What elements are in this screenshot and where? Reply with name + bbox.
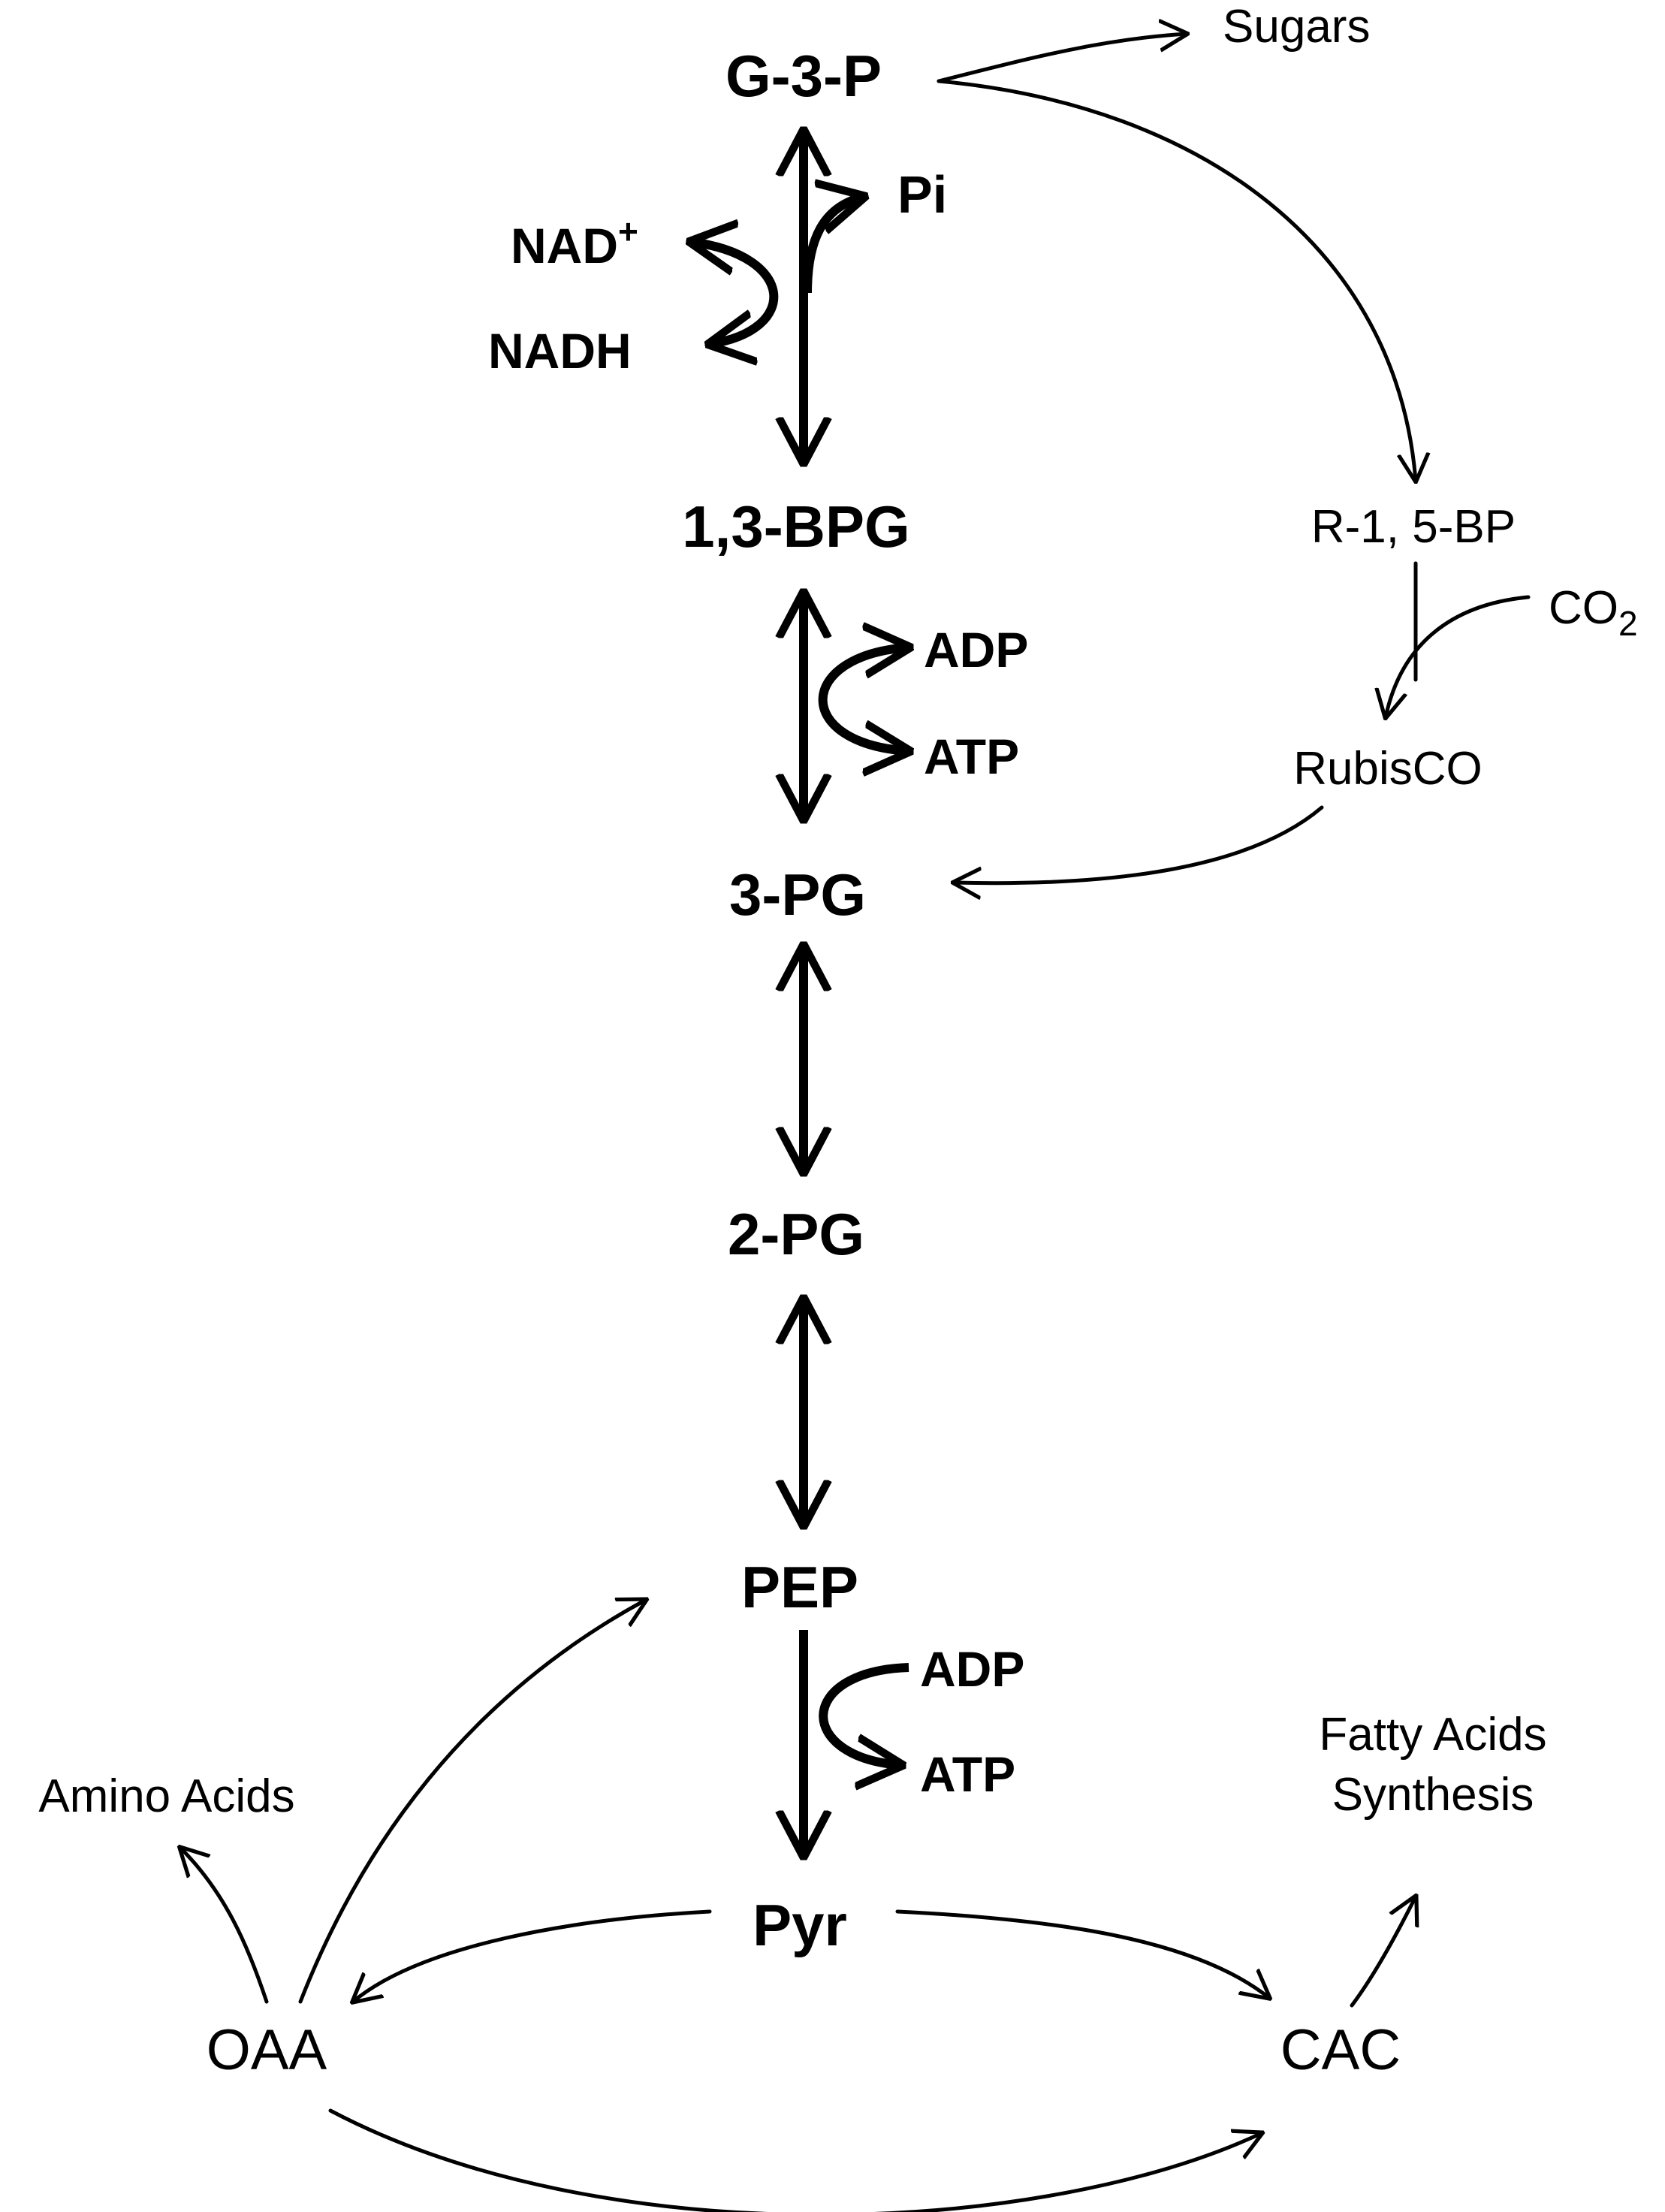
label-sugars: Sugars (1223, 1, 1370, 53)
arrow-g3p-to-r15bp (937, 79, 1416, 481)
arrow-oaa-to-cac (328, 2108, 1262, 2212)
nad-superscript: + (618, 212, 638, 251)
arrow-pyr-to-oaa (353, 1909, 712, 2002)
label-cac: CAC (1280, 2018, 1401, 2082)
co2-text: CO (1549, 582, 1618, 634)
arrow-nad-to-nadh (691, 242, 779, 344)
label-oaa: OAA (207, 2018, 327, 2082)
label-adp-1: ADP (924, 622, 1028, 677)
label-g3p: G-3-P (725, 43, 882, 109)
arrow-adp-atp-1 (818, 647, 909, 751)
label-pyr: Pyr (753, 1892, 847, 1958)
arrow-cac-to-fatty-acids (1350, 1897, 1416, 2008)
label-nad-plus: NAD+ (511, 212, 638, 273)
arrow-co2-to-rubisco (1386, 595, 1531, 717)
label-r15bp: R-1, 5-BP (1311, 501, 1516, 553)
label-pi: Pi (897, 165, 947, 224)
label-rubisco: RubisCO (1293, 743, 1483, 795)
arrow-to-pi (803, 197, 864, 294)
arrow-pyr-to-cac (895, 1909, 1269, 1998)
label-fatty-acids-line2: Synthesis (1332, 1769, 1534, 1821)
label-nadh: NADH (488, 323, 632, 379)
label-co2: CO2 (1549, 582, 1638, 643)
label-adp-2: ADP (920, 1641, 1024, 1697)
arrow-oaa-to-amino-acids (180, 1848, 269, 2004)
label-atp-1: ATP (924, 729, 1019, 784)
nad-text: NAD (511, 218, 618, 273)
label-3pg: 3-PG (729, 862, 866, 928)
arrow-adp-atp-2 (819, 1663, 909, 1765)
arrow-oaa-to-pep (298, 1600, 646, 2004)
label-2pg: 2-PG (728, 1201, 864, 1267)
arrow-rubisco-to-3pg (954, 805, 1324, 883)
label-1-3-bpg: 1,3-BPG (682, 493, 909, 560)
label-pep: PEP (741, 1554, 858, 1620)
co2-subscript: 2 (1618, 604, 1638, 643)
label-amino-acids: Amino Acids (38, 1770, 294, 1822)
arrow-g3p-to-sugars (937, 34, 1187, 83)
label-fatty-acids-line1: Fatty Acids (1319, 1709, 1546, 1761)
label-atp-2: ATP (920, 1746, 1015, 1802)
